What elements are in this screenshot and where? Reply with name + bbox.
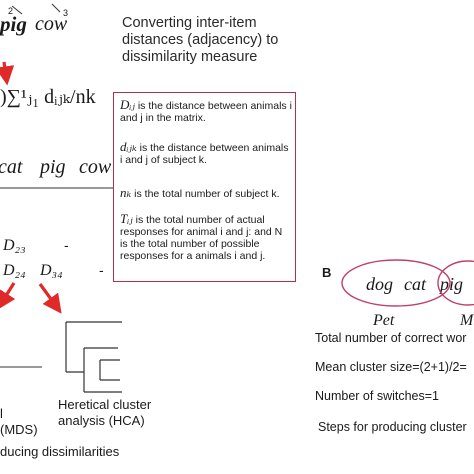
- definition-3-text: is the total number of subject k.: [134, 188, 280, 200]
- definition-2-symbol: dᵢⱼₖ: [120, 139, 137, 154]
- hca-dendrogram: [65, 321, 122, 393]
- panel-b-line-4: Steps for producing cluster: [318, 420, 467, 434]
- heading-line-2: distances (adjacency) to: [122, 32, 279, 48]
- superscript-2: 2: [8, 6, 14, 16]
- panel-b-line-2: Mean cluster size=(2+1)/2=: [315, 360, 467, 374]
- definitions-box: Dᵢⱼ is the distance between animals i an…: [113, 92, 296, 282]
- panel-b-group-pet: Pet: [373, 312, 395, 329]
- definition-1: Dᵢⱼ is the distance between animals i an…: [120, 97, 292, 124]
- matrix-d24: D₂₄: [3, 262, 26, 279]
- formula: )∑¹ⱼ₁ dᵢⱼₖ/nk: [0, 84, 96, 109]
- panel-b-line-3: Number of switches=1: [315, 389, 440, 403]
- word-cow-top: cow: [35, 13, 68, 35]
- formula-text: )∑¹ⱼ₁ dᵢⱼₖ/nk: [0, 86, 96, 108]
- matrix-d23: D₂₃: [3, 237, 26, 254]
- panel-b-label: B: [322, 265, 332, 280]
- definition-1-text: is the distance between animals i and j …: [120, 100, 292, 124]
- definition-4-symbol: Tᵢⱼ: [120, 211, 133, 226]
- heading-line-1: Converting inter-item: [122, 15, 257, 31]
- mds-caption: l (MDS): [0, 406, 38, 438]
- mds-caption-line-2: (MDS): [0, 422, 38, 437]
- superscript-3: 3: [63, 8, 69, 18]
- hca-caption-line-2: analysis (HCA): [58, 413, 145, 428]
- arrow-to-mds: [0, 282, 16, 311]
- ellipse-pet: [341, 259, 451, 307]
- hca-caption-line-1: Heretical cluster: [58, 397, 152, 412]
- ellipse-pig: [437, 260, 474, 306]
- definition-2-text: is the distance between animals i and j …: [120, 142, 289, 166]
- panel-b-line-1: Total number of correct wor: [315, 331, 467, 345]
- top-bracket-left: [11, 5, 23, 15]
- panel-b-word-dog: dog: [366, 274, 393, 294]
- matrix-dash-1: -: [64, 237, 69, 253]
- heading: Converting inter-item distances (adjacen…: [122, 15, 278, 66]
- row-label-pig: pig: [40, 156, 66, 178]
- arrow-to-hca: [38, 283, 62, 314]
- definition-2: dᵢⱼₖ is the distance between animals i a…: [120, 139, 292, 166]
- arrow-to-formula: [0, 61, 15, 86]
- panel-b-group-m: M: [460, 312, 474, 329]
- mds-caption-line-1: l: [0, 406, 3, 421]
- top-bracket-right: [51, 3, 61, 13]
- word-pig-top: pig: [0, 12, 27, 36]
- matrix-dash-2: -: [99, 262, 104, 278]
- heading-line-3: dissimilarity measure: [122, 49, 258, 65]
- bottom-left-caption: ducing dissimilarities: [0, 444, 120, 459]
- panel-b-word-pig: pig: [440, 274, 464, 294]
- definition-4-text: is the total number of actual responses …: [120, 214, 283, 262]
- row-label-cow: cow: [79, 156, 112, 178]
- definition-3-symbol: nₖ: [120, 185, 132, 200]
- row-label-cat: cat: [0, 156, 23, 178]
- matrix-d34: D₃₄: [40, 262, 63, 279]
- definition-4: Tᵢⱼ is the total number of actual respon…: [120, 211, 292, 262]
- definition-1-symbol: Dᵢⱼ: [120, 97, 135, 112]
- definition-3: nₖ is the total number of subject k.: [120, 185, 292, 200]
- panel-b-word-cat: cat: [404, 274, 426, 294]
- hca-caption: Heretical cluster analysis (HCA): [58, 397, 151, 429]
